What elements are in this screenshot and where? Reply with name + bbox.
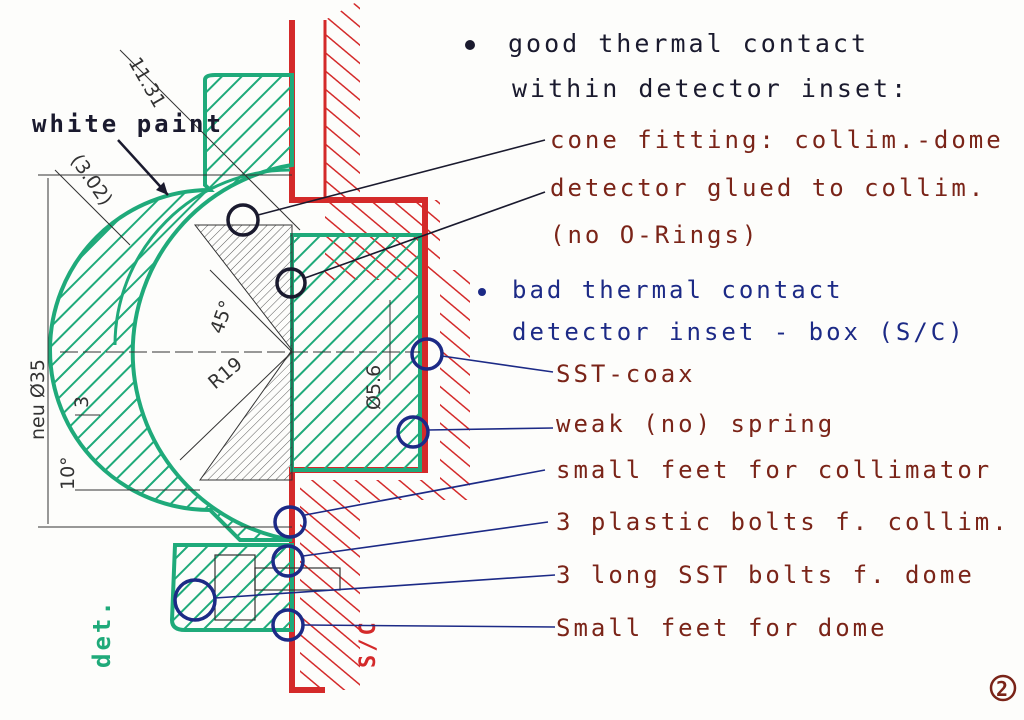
bad-item: SST-coax <box>556 360 696 388</box>
arrow-head-icon <box>156 182 168 195</box>
white-paint-arrow <box>117 139 169 196</box>
page-number: 2 <box>996 677 1011 701</box>
bad-heading-line1: bad thermal contact <box>512 276 844 304</box>
bullet-icon <box>465 40 475 50</box>
good-item: cone fitting: collim.-dome <box>550 126 1004 154</box>
dimension-11-31: 11.31 <box>124 54 170 112</box>
bad-heading-line2: detector inset - box (S/C) <box>512 318 966 346</box>
good-heading-line1: good thermal contact <box>508 29 869 58</box>
dimension-3: 3 <box>71 396 93 408</box>
notes: good thermal contact within detector ins… <box>465 29 1010 642</box>
marker-spring <box>396 415 430 449</box>
bad-item: Small feet for dome <box>556 614 888 642</box>
detector-label: det. <box>88 598 116 668</box>
marker-cone-fitting <box>226 203 260 237</box>
good-heading-line2: within detector inset: <box>512 74 909 103</box>
leader-lines <box>214 139 556 628</box>
marker-sst-bolts <box>173 578 217 622</box>
bad-item: 3 plastic bolts f. collim. <box>556 508 1010 536</box>
bullet-icon <box>478 288 486 296</box>
bad-item: small feet for collimator <box>556 456 992 484</box>
page-number-circle <box>989 674 1017 702</box>
dimension-5-6: Ø5.6 <box>363 365 385 410</box>
dimension-10-deg: 10° <box>57 456 79 490</box>
dimension-r19: R19 <box>204 353 247 394</box>
marker-collimator-feet <box>273 505 307 539</box>
bad-item: 3 long SST bolts f. dome <box>556 561 975 589</box>
dimension-3-02: (3.02) <box>66 150 117 209</box>
good-item: (no O-Rings) <box>550 221 759 249</box>
good-item: detector glued to collim. <box>550 174 986 202</box>
marker-glued-detector <box>275 267 307 299</box>
marker-sst-coax <box>410 337 444 371</box>
dimension-lines <box>38 49 420 528</box>
white-paint-label: white paint <box>32 110 224 138</box>
dimension-45-deg: 45° <box>206 298 238 337</box>
bad-item: weak (no) spring <box>556 410 835 438</box>
dimension-neu-35: neu Ø35 <box>27 359 49 440</box>
marker-plastic-bolts <box>271 544 305 578</box>
spacecraft-label: S/C <box>356 619 381 668</box>
